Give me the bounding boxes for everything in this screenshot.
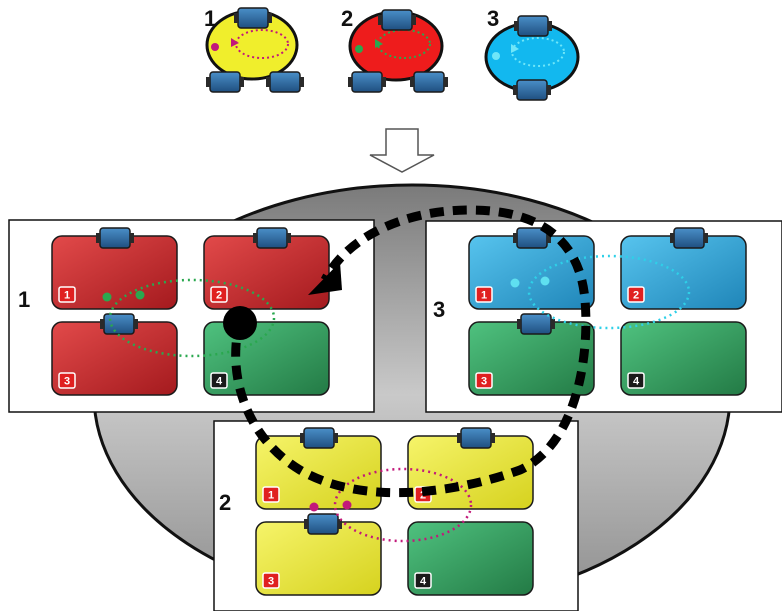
panel-2-device [300, 427, 338, 449]
panel-3-tile-2: 2 [620, 235, 747, 310]
panel-2-device [304, 513, 342, 535]
tile-number: 3 [64, 376, 70, 388]
tile-badge: 3 [58, 372, 76, 389]
top-group-3-device [513, 79, 551, 101]
panel-2-number: 2 [219, 490, 232, 515]
tile-number: 4 [216, 376, 223, 388]
tile-badge: 3 [475, 372, 493, 389]
panel-3-trail [510, 254, 691, 330]
panel-2-tile-4: 4 [407, 521, 534, 596]
panel-1-device [253, 227, 291, 249]
rotation-path-arrow [223, 205, 591, 498]
tile-badge: 4 [414, 572, 432, 589]
panel-1-tile-1: 1 [51, 235, 178, 310]
panel-1-tile-3: 3 [51, 321, 178, 396]
panel-1-number: 1 [18, 287, 31, 312]
top-group-1-device [234, 7, 272, 29]
panel-1-device [96, 227, 134, 249]
top-group-2-device [378, 9, 416, 31]
tile-badge: 2 [210, 286, 228, 303]
panel-3-device [670, 227, 708, 249]
panel-2-tile-3: 3 [255, 521, 382, 596]
down-arrow-icon [369, 128, 435, 173]
panel-2-device [457, 427, 495, 449]
tile-number: 1 [64, 290, 70, 302]
panel-1-device [100, 313, 138, 335]
tile-badge: 1 [262, 486, 280, 503]
panel-1-trail [102, 278, 276, 358]
tile-badge: 3 [262, 572, 280, 589]
top-group-3-number: 3 [487, 6, 500, 31]
tile-number: 1 [268, 490, 274, 502]
top-group-1-device [206, 71, 244, 93]
panel-1-tile-4: 4 [203, 321, 330, 396]
arrow-head-icon [308, 262, 342, 295]
top-group-1-device [266, 71, 304, 93]
panel-3-tile-3: 3 [468, 321, 595, 396]
top-group-2-device [348, 71, 386, 93]
tile-badge: 4 [627, 372, 645, 389]
top-group-2-device [410, 71, 448, 93]
tile-badge: 1 [58, 286, 76, 303]
tile-number: 4 [633, 376, 640, 388]
panel-3-device [517, 313, 555, 335]
tile-number: 2 [216, 290, 222, 302]
tile-number: 4 [420, 576, 427, 588]
start-dot-icon [223, 306, 257, 340]
tile-number: 1 [481, 290, 487, 302]
tile-number: 2 [633, 290, 639, 302]
tile-number: 3 [268, 576, 274, 588]
tile-badge: 4 [210, 372, 228, 389]
tile-number: 3 [481, 376, 487, 388]
top-group-2 [348, 10, 444, 82]
panel-3-device [513, 227, 551, 249]
top-group-1-number: 1 [204, 6, 217, 31]
panel-2-trail [309, 467, 473, 543]
top-group-3 [484, 21, 580, 93]
top-group-3-device [514, 15, 552, 37]
tile-badge: 2 [627, 286, 645, 303]
panel-3-tile-4: 4 [620, 321, 747, 396]
top-group-2-number: 2 [341, 6, 354, 31]
panel-3-number: 3 [433, 297, 446, 322]
tile-badge: 1 [475, 286, 493, 303]
